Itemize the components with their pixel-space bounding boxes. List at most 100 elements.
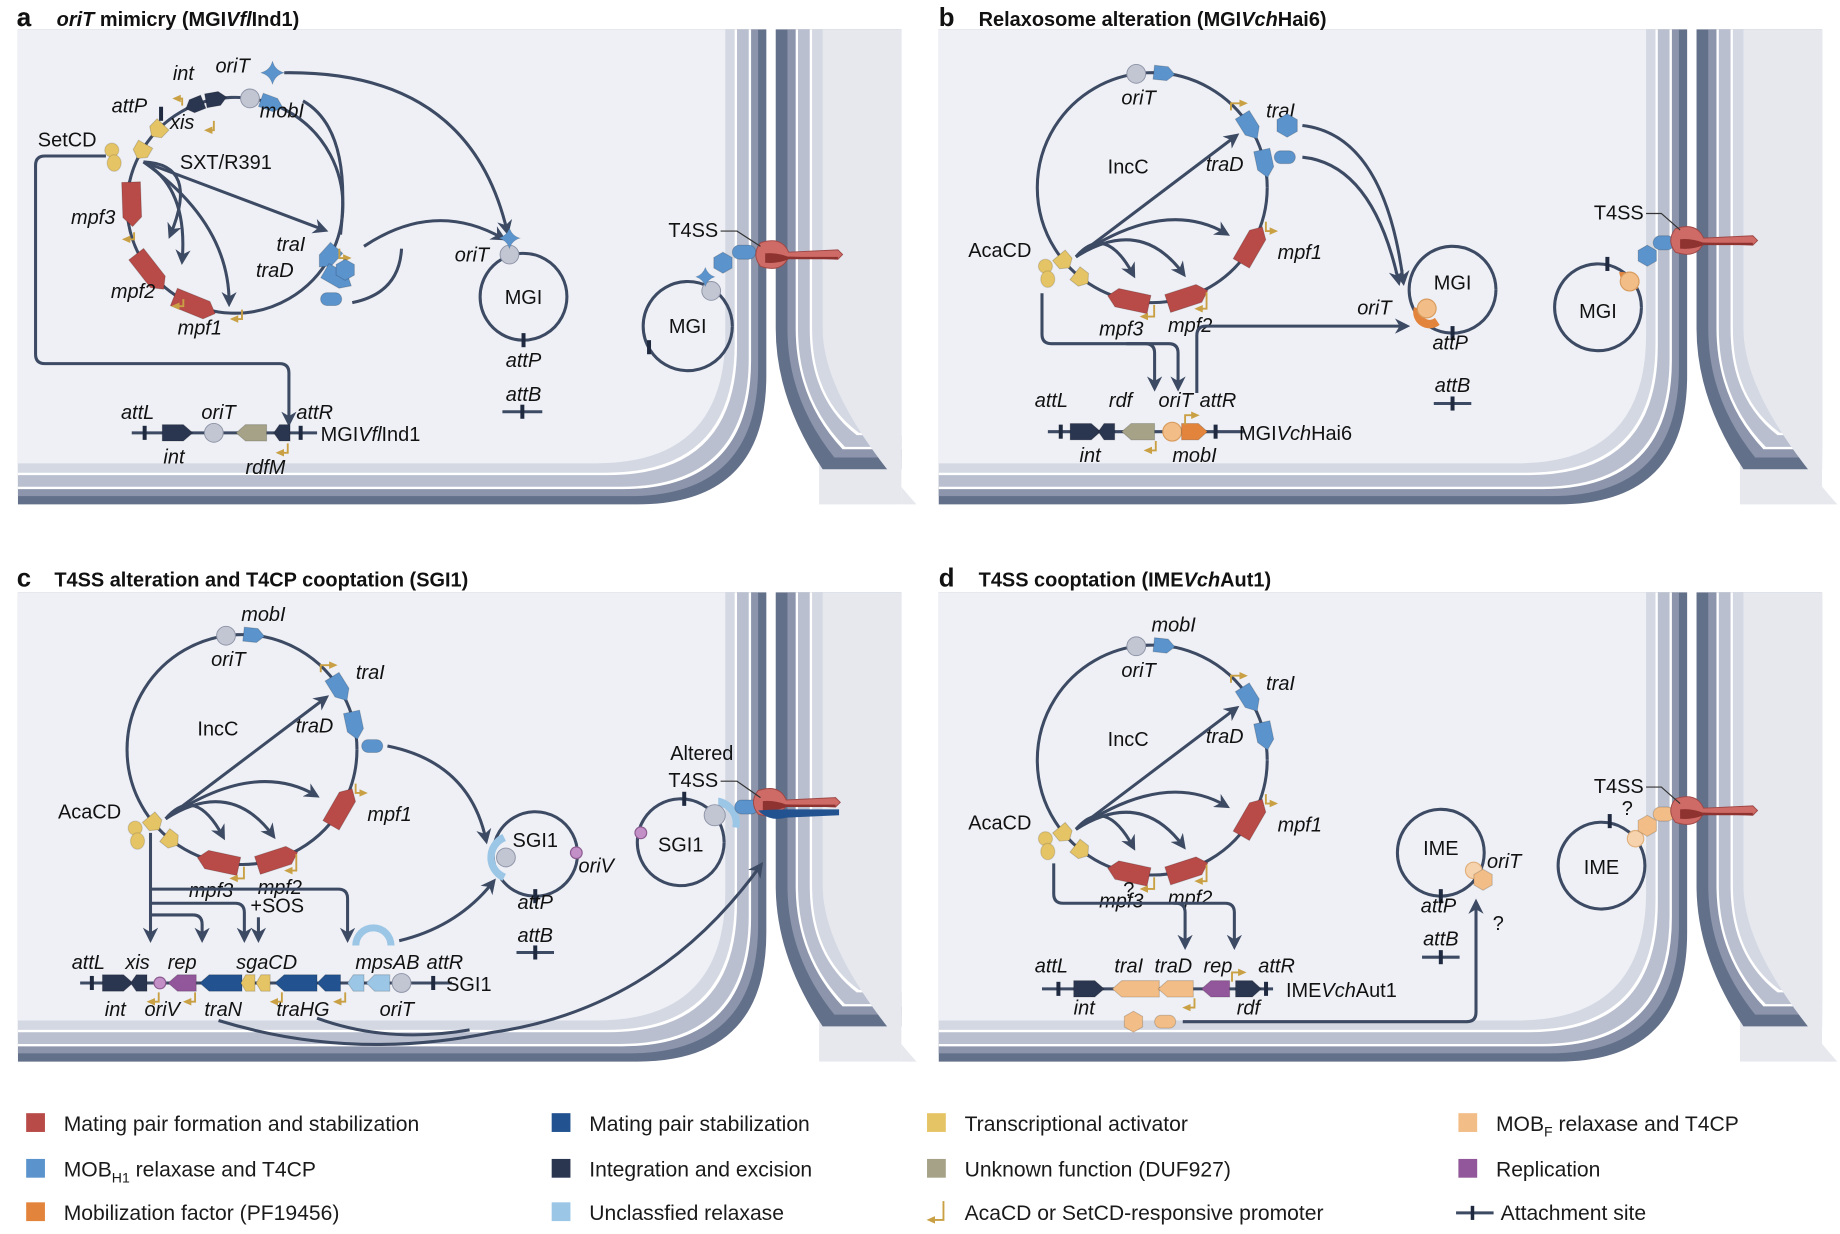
island-name: IMEVchAut1	[1286, 980, 1397, 1002]
xis-label: xis	[169, 112, 194, 134]
panel-title-part: Hai6)	[1278, 9, 1327, 31]
legend-label: Integration and excision	[589, 1159, 812, 1182]
mobI-gene	[1152, 64, 1176, 82]
transfer-SGI1-backbone	[635, 797, 726, 888]
transfer-SGI1-label: SGI1	[658, 835, 703, 857]
transfer-traD	[731, 244, 757, 260]
transfer-IME-oriT	[1626, 829, 1645, 848]
setC-gene-shape	[149, 118, 170, 139]
SOS-label: +SOS	[250, 896, 304, 918]
recipient-cytoplasm	[1743, 592, 1838, 1062]
mpf1-promoter	[229, 309, 243, 323]
duf927-gene	[1121, 422, 1156, 441]
island-name: MGIVflInd1	[321, 424, 421, 446]
panel-title-part: Relaxosome alteration (MGI	[979, 9, 1242, 31]
int-gene-shape	[204, 91, 228, 109]
traD-label: traD	[1206, 154, 1244, 176]
mpf3-gene	[1107, 860, 1152, 887]
panel-title: oriT mimicry (MGIVflInd1)	[57, 9, 300, 31]
island-oriT2-label: oriT	[380, 999, 416, 1021]
traI-gene-shape	[318, 241, 344, 268]
attR-label: attR	[1200, 390, 1237, 412]
t4ss-lumen	[1680, 239, 1753, 249]
panel-title-part: Vfl	[226, 9, 252, 31]
mpf3-gene-shape	[196, 849, 242, 877]
mpf2-promoter	[284, 854, 298, 875]
mobI-backbone-arc	[302, 99, 345, 235]
panel-title: T4SS cooptation (IMEVchAut1)	[979, 570, 1271, 592]
legend-item: MOBF relaxase and T4CP	[1458, 1113, 1739, 1140]
oriT-label: oriT	[1121, 87, 1157, 109]
acaD-gene	[1069, 266, 1089, 287]
activator-subunit-d	[1040, 842, 1056, 861]
mpf1-gene-shape	[1232, 226, 1267, 269]
attP-label: attP	[112, 96, 148, 118]
xis-like-gene-shape	[1097, 422, 1116, 441]
panel-title: Relaxosome alteration (MGIVchHai6)	[979, 9, 1327, 31]
mobI-to-MGI-arrow	[1195, 318, 1411, 393]
rep-gene-shape	[1200, 980, 1231, 998]
mpf3-gene	[196, 849, 242, 877]
acaD-gene-shape	[1069, 838, 1089, 860]
island-oriT	[391, 973, 412, 993]
transfer-oriV	[634, 826, 648, 840]
AcaCD-protein	[127, 820, 146, 850]
mpf3-question: ?	[1123, 879, 1134, 901]
acaD-gene-shape	[159, 827, 179, 849]
traI-label: traI	[1266, 673, 1295, 695]
TraI-bound	[1473, 868, 1493, 891]
mpf2-gene-shape	[128, 247, 166, 290]
altered-t4ss-part	[758, 809, 840, 819]
attR-label: attR	[427, 952, 464, 974]
mpsB-gene-shape	[347, 974, 365, 992]
plasmid-oriT	[1126, 636, 1147, 657]
SetCD-protein	[104, 142, 122, 172]
mpf2-gene	[253, 845, 299, 875]
activation-arrow-mpf1	[142, 160, 237, 308]
IME-backbone	[1395, 807, 1486, 898]
activation-arrow-traI	[164, 695, 330, 820]
traI-gene	[324, 671, 350, 702]
int-label: int	[173, 63, 196, 85]
legend-label-rest: relaxase and T4CP	[1553, 1113, 1739, 1136]
traD-label2: traD	[1155, 955, 1193, 977]
legend-item: Mating pair formation and stabilization	[26, 1113, 419, 1136]
oriV-site	[153, 976, 167, 990]
sgaD-gene	[255, 974, 271, 992]
panel-title-part: Vch	[1184, 570, 1221, 592]
xis-gene	[185, 94, 207, 114]
mpf3-label: mpf3	[1099, 318, 1143, 340]
attL-label: attL	[1035, 390, 1068, 412]
t4ss-lumen	[1680, 809, 1753, 819]
acaD-gene	[159, 827, 179, 849]
MGI-label: MGI	[505, 287, 543, 309]
panel-b-cell	[938, 29, 1838, 505]
AcaCD-protein	[1037, 258, 1056, 288]
traI-promoter	[1230, 99, 1248, 111]
island-name-part: Aut1	[1356, 980, 1397, 1002]
t4ss-icon	[1670, 796, 1759, 825]
legend-label: Unknown function (DUF927)	[965, 1159, 1231, 1182]
mpsB-gene	[347, 974, 365, 992]
activation-arrow-mpf2	[1075, 810, 1186, 850]
legend-label-main: Attachment site	[1501, 1202, 1647, 1225]
mpf1-label: mpf1	[367, 804, 411, 826]
traN-gene	[199, 974, 243, 992]
transfer-TraI	[1637, 814, 1657, 837]
traI-gene-shape	[324, 671, 350, 702]
traI-gene-shape	[1234, 682, 1260, 712]
mpf1-promoter	[1264, 221, 1279, 235]
T4SS-label: T4SS	[668, 770, 718, 792]
int-gene-shape	[1073, 980, 1105, 998]
rep-gene-shape	[167, 974, 197, 992]
rep-label: rep	[168, 952, 197, 974]
traD-label: traD	[1206, 726, 1244, 748]
mpf1-label: mpf1	[1278, 242, 1322, 264]
island-oriT	[203, 422, 224, 443]
mobI-gene-shape	[257, 92, 284, 113]
transfer-IME-label: IME	[1584, 857, 1619, 879]
legend-label-sub: H1	[112, 1169, 130, 1185]
traH-gene	[274, 974, 318, 992]
